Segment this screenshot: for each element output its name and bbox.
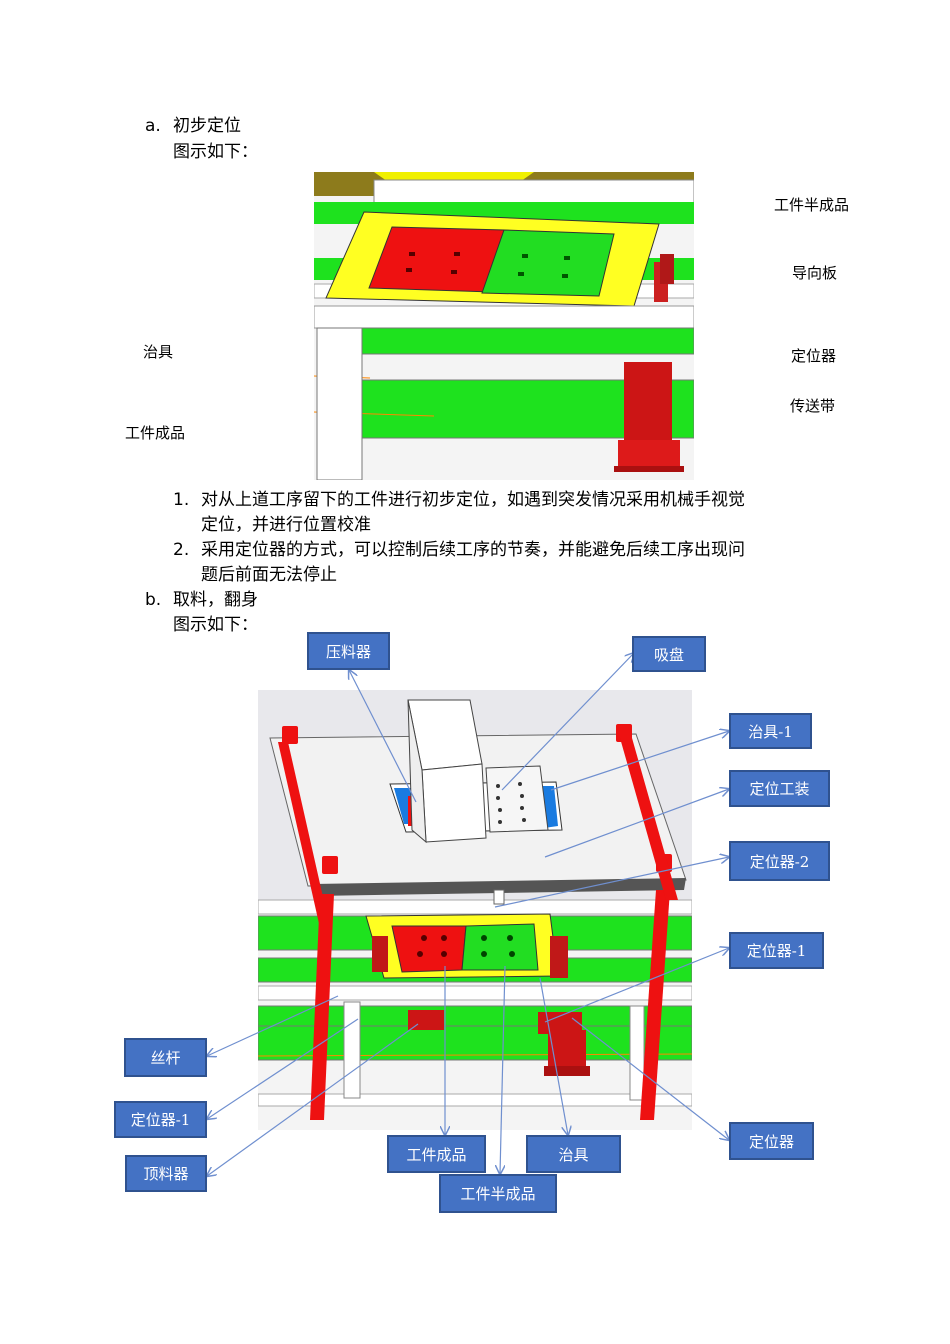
callout-fixture-1: 治具-1 [729,713,812,749]
callout-locator: 定位器 [729,1122,814,1160]
callout-presser: 压料器 [307,632,390,670]
section-b-caption: 图示如下： [173,615,258,635]
figure-a-initial-positioning [314,172,694,480]
callout-semi-finished: 工件半成品 [439,1174,557,1213]
section-a-caption: 图示如下： [173,142,258,162]
callout-lead-screw: 丝杆 [124,1038,207,1077]
section-b-title: 取料，翻身 [173,590,258,610]
label-finished: 工件成品 [125,424,186,442]
label-semi-finished: 工件半成品 [774,196,850,214]
label-conveyor: 传送带 [790,397,836,415]
callout-locator-2: 定位器-2 [729,841,830,881]
label-fixture: 治具 [143,343,174,361]
list-item-1-line2: 定位，并进行位置校准 [201,515,371,535]
section-a-title: 初步定位 [173,116,241,136]
callout-locator-1-right: 定位器-1 [729,932,824,969]
label-guide-plate: 导向板 [792,264,838,282]
label-locator: 定位器 [791,347,837,365]
callout-locator-1-left: 定位器-1 [114,1101,207,1138]
figure-b-pick-and-flip [258,690,692,1130]
list-item-2-line2: 题后前面无法停止 [201,565,337,585]
callout-finished: 工件成品 [387,1135,486,1173]
section-a-marker: a. [145,116,161,136]
callout-suction: 吸盘 [632,636,706,672]
callout-fixture: 治具 [526,1135,621,1173]
section-b-marker: b. [145,590,162,610]
list-item-2-line1: 采用定位器的方式，可以控制后续工序的节奏，并能避免后续工序出现问 [201,540,745,560]
callout-ejector: 顶料器 [125,1155,207,1192]
callout-locating-tool: 定位工装 [729,770,830,807]
list-num-1: 1. [173,490,190,510]
list-item-1-line1: 对从上道工序留下的工件进行初步定位，如遇到突发情况采用机械手视觉 [201,490,745,510]
list-num-2: 2. [173,540,190,560]
